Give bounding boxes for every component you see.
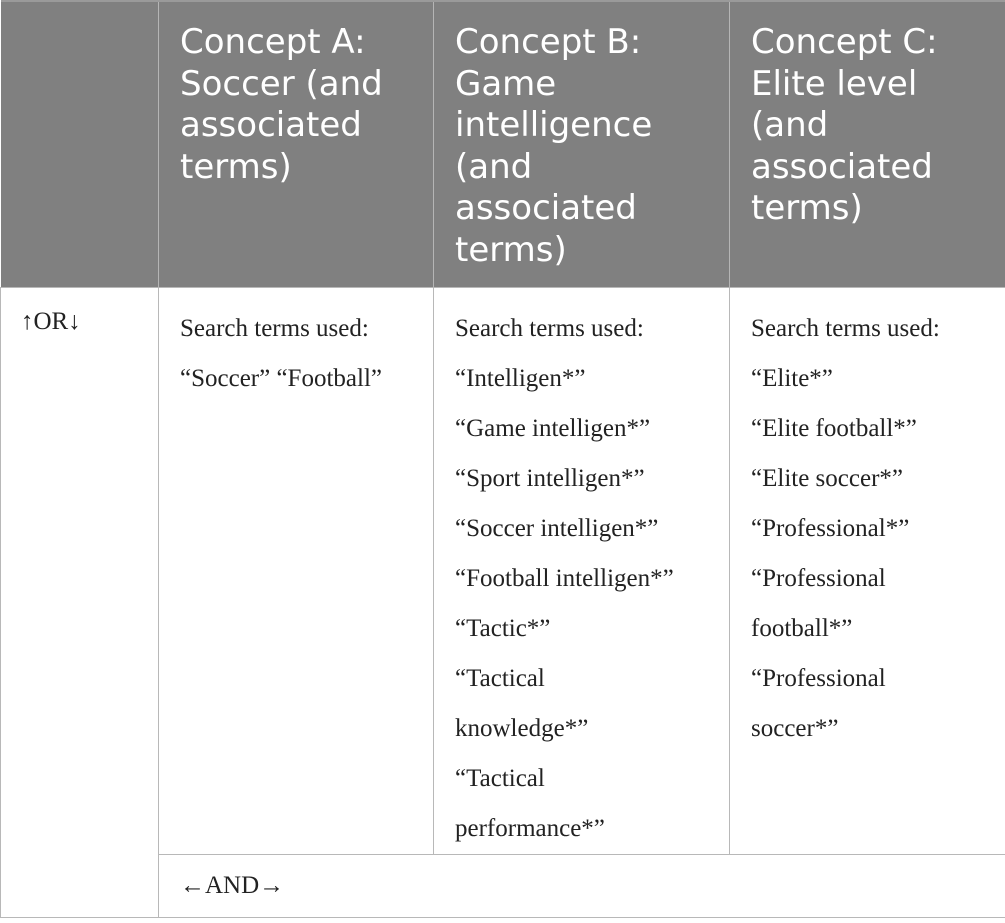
search-term: “Elite football*” [751,415,917,442]
search-term: “Professional [751,565,886,592]
search-term: Search terms used: [180,315,369,342]
header-row: Concept A: Soccer (and associated terms)… [0,0,1005,288]
header-concept-a: Concept A: Soccer (and associated terms) [158,0,434,288]
search-term: “Sport intelligen*” [455,465,645,492]
header-concept-c: Concept C: Elite level (and associated t… [729,0,1005,288]
search-term: “Football intelligen*” [455,565,674,592]
search-term: “Elite soccer*” [751,465,903,492]
concept-a-terms: Search terms used: “Soccer” “Football” [158,287,434,855]
search-term: “Soccer” “Football” [180,365,382,392]
and-row: ←AND→ [1,854,1005,918]
search-term: “Tactic*” [455,615,551,642]
search-term: “Game intelligen*” [455,415,651,442]
search-term: “Professional [751,665,886,692]
search-term: football*” [751,615,853,642]
header-concept-b: Concept B: Game intelligence (and associ… [433,0,730,288]
search-term: Search terms used: [455,315,644,342]
terms-row: ↑OR↓ Search terms used: “Soccer” “Footbal… [0,287,1005,918]
search-term: soccer*” [751,715,839,742]
and-operator-label: ←AND→ [158,854,1005,918]
search-term: “Intelligen*” [455,365,586,392]
search-term: performance*” [455,815,605,842]
search-term: “Tactical [455,765,545,792]
search-term: “Tactical [455,665,545,692]
search-term: “Soccer intelligen*” [455,515,659,542]
concept-c-terms: Search terms used: “Elite*” “Elite footbal… [729,287,1005,855]
or-operator-label: ↑OR↓ [0,287,159,918]
header-empty [0,0,159,288]
concept-b-terms: Search terms used: “Intelligen*” “Game int… [433,287,730,855]
search-term: Search terms used: [751,315,940,342]
search-term: knowledge*” [455,715,589,742]
search-term: “Elite*” [751,365,833,392]
search-term: “Professional*” [751,515,910,542]
